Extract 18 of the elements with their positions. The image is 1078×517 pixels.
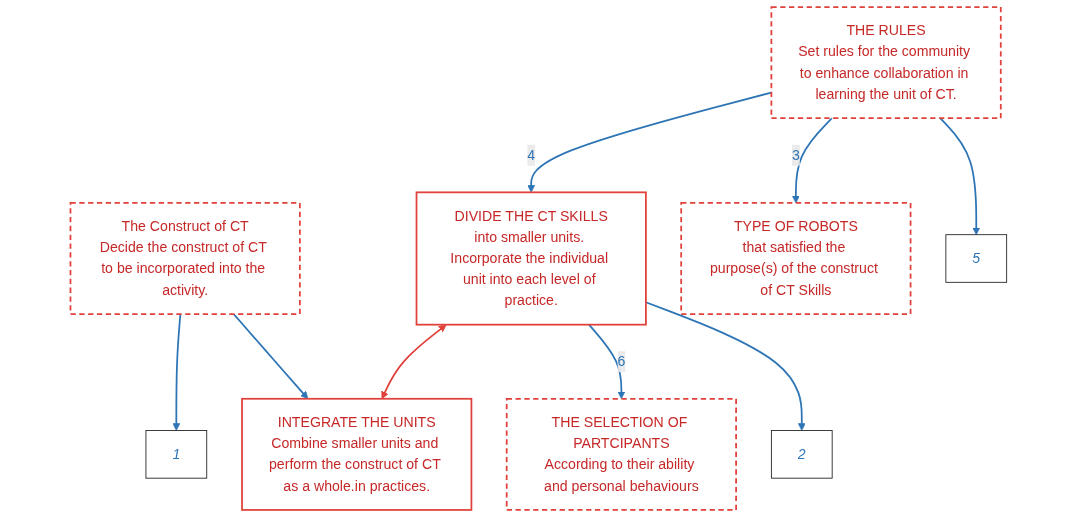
edge-label: 6 (617, 353, 626, 369)
edge-label: 3 (792, 147, 801, 163)
arrow (233, 313, 309, 400)
node-box: The Construct of CT Decide the construct of CT to be incorporated into the activity. (70, 202, 302, 315)
arrow (172, 313, 182, 431)
arrow (588, 323, 626, 400)
node-box: DIVIDE THE CT SKILLS into smaller units. Incorporate the individual unit into each level of practice. (416, 191, 648, 326)
node-box: 2 (771, 430, 834, 479)
arrow (792, 117, 834, 204)
node-box: 5 (945, 234, 1008, 283)
arrow (939, 117, 981, 236)
node-box: THE SELECTION OF PARTCIPANTS According to their ability and personal behaviours (506, 397, 738, 511)
node-box: 1 (145, 430, 208, 479)
arrow (381, 324, 447, 400)
node-box: INTEGRATE THE UNITS Combine smaller units and perform the construct of CT as a whole.in practices. (241, 397, 473, 511)
node-box: TYPE OF ROBOTS that satisfied the purpose(s) of the construct of CT Skills (680, 202, 912, 315)
node-box: THE RULES Set rules for the community to enhance collaboration in learning the unit of CT. (770, 6, 1003, 120)
edge-label: 4 (527, 147, 536, 163)
